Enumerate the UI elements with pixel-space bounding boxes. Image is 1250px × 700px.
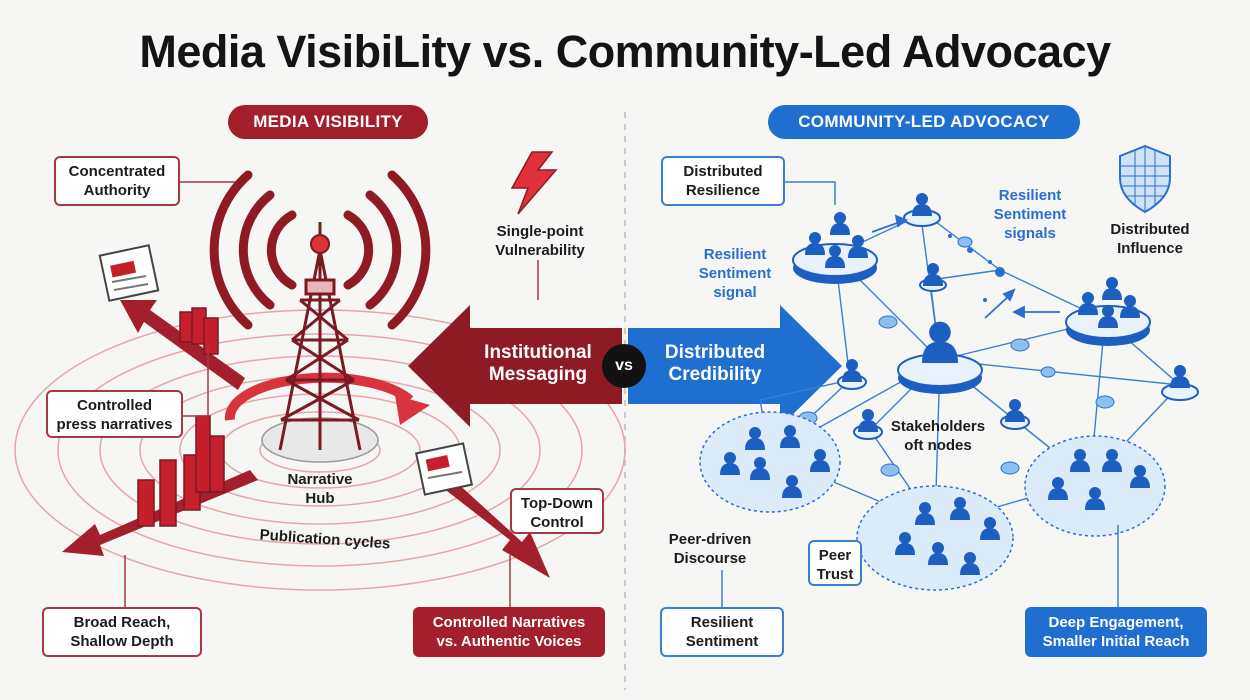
bar-chart-icon (179, 307, 219, 355)
peer-trust-label: Peer Trust (808, 540, 862, 586)
community-cluster (1024, 435, 1166, 537)
hub-platform (792, 212, 878, 284)
media-visibility-header: MEDIA VISIBILITY (228, 105, 428, 139)
top-down-control-label: Top-Down Control (510, 488, 604, 534)
resilient-sentiment-signal-label: Resilient Sentiment signal (698, 246, 772, 301)
single-node (853, 409, 883, 440)
peer-driven-discourse-label: Peer-driven Discourse (668, 531, 752, 567)
single-node (903, 193, 941, 227)
hub-platform (1065, 277, 1151, 346)
single-point-vulnerability-label: Single-point Vulnerability (495, 223, 585, 259)
deep-engagement-label: Deep Engagement, Smaller Initial Reach (1025, 607, 1207, 657)
lightning-icon (510, 151, 558, 215)
community-advocacy-header: COMMUNITY-LED ADVOCACY (768, 105, 1080, 139)
single-node (1161, 365, 1199, 401)
controlled-narratives-label: Controlled Narratives vs. Authentic Voic… (413, 607, 605, 657)
broad-reach-label: Broad Reach, Shallow Depth (42, 607, 202, 657)
distributed-resilience-label: Distributed Resilience (661, 156, 785, 206)
community-cluster (856, 485, 1014, 591)
tower-icon (278, 249, 362, 451)
tower-beacon (310, 234, 330, 254)
resilient-sentiment-signals-label: Resilient Sentiment signals (993, 187, 1067, 242)
stakeholders-label: Stakeholders oft nodes (890, 418, 986, 454)
resilient-sentiment-label: Resilient Sentiment (660, 607, 784, 657)
signal-waves (209, 170, 431, 330)
community-cluster (699, 411, 841, 513)
newspaper-icon (98, 244, 160, 302)
distributed-influence-label: Distributed Influence (1110, 221, 1190, 257)
hub-platform (897, 321, 983, 394)
newspaper-icon (414, 442, 474, 496)
distributed-arrow (628, 305, 842, 427)
page-title: Media VisibiLity vs. Community-Led Advoc… (139, 26, 1111, 77)
single-node (919, 263, 947, 292)
single-node (1000, 399, 1030, 430)
distributed-credibility-label: Distributed Credibility (664, 342, 766, 385)
single-node (837, 359, 867, 390)
shield-icon (1119, 144, 1171, 214)
blue-arrows (871, 214, 1060, 319)
sentiment-signal-dots (948, 234, 1013, 302)
concentrated-authority-label: Concentrated Authority (54, 156, 180, 206)
controlled-press-label: Controlled press narratives (46, 390, 183, 438)
institutional-messaging-label: Institutional Messaging (484, 342, 592, 385)
institutional-arrow (408, 305, 622, 427)
bar-chart-icon (137, 415, 225, 527)
vs-badge: vs (602, 344, 646, 388)
narrative-hub-label: Narrative Hub (287, 471, 353, 507)
